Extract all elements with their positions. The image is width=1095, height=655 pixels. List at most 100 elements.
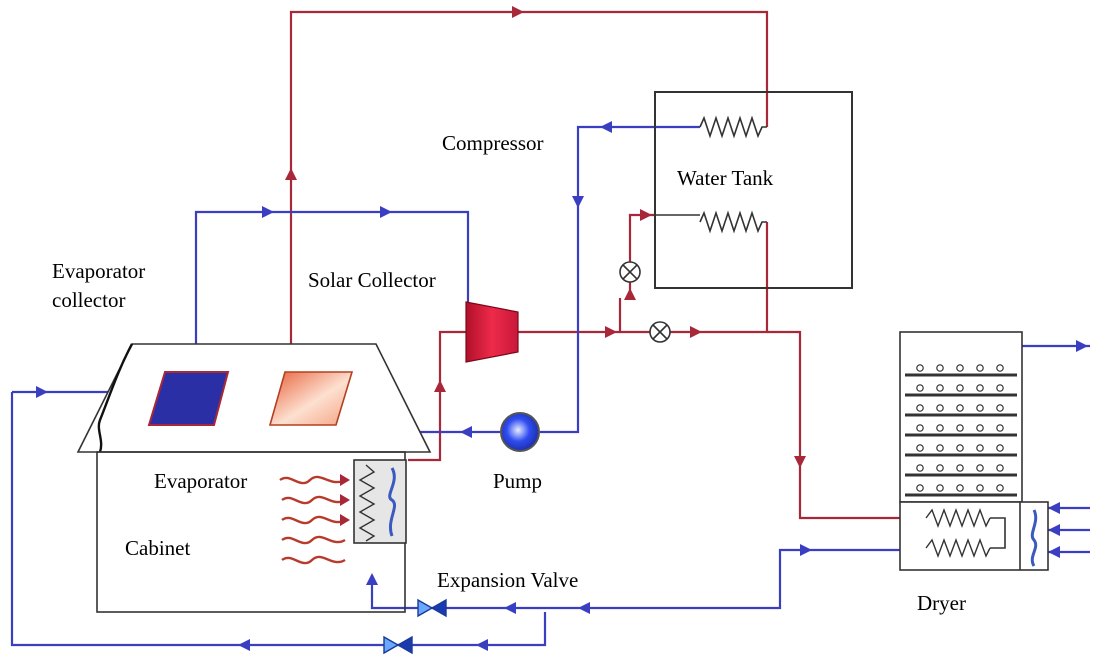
evaporator-collector-edge [97,343,134,453]
dryer-tray-item [936,424,944,432]
dryer-tray-item [976,484,984,492]
outer-loop-line [10,392,547,647]
arrow-icon [366,573,378,585]
tank-return-line [540,125,700,434]
arrow-icon [36,386,48,398]
evaporator-collector-panel [147,371,230,426]
dryer-tray-item [996,424,1004,432]
expansion-valve-icon [383,635,413,655]
dryer-tray-item [956,444,964,452]
water-tank-body [654,91,853,289]
expansion-valve-label: Expansion Valve [437,568,578,592]
dryer-tray-item [996,484,1004,492]
dryer-tray-item [916,364,924,372]
main-hot-line [620,222,769,334]
dryer-tray-item [996,384,1004,392]
cabinet-label: Cabinet [125,536,190,560]
arrow-icon [1048,524,1060,536]
arrow-icon [476,639,488,651]
dryer-tray-item [956,404,964,412]
expansion-valve-icon [417,598,447,618]
arrow-icon [460,426,472,438]
solar-collector-label: Solar Collector [308,268,436,292]
dryer [899,331,1049,571]
arrow-icon [434,380,446,392]
dryer-tray-item [936,484,944,492]
dryer-tray-item [996,404,1004,412]
water-tank-label: Water Tank [677,166,774,190]
dryer-tray-item [956,464,964,472]
arrow-icon [578,602,590,614]
arrow-icon [800,544,812,556]
coil-icon [925,508,991,558]
arrow-icon [690,326,702,338]
arrow-icon [1048,502,1060,514]
pump [500,412,540,452]
dryer-tray-item [996,444,1004,452]
evaporator-collector-top-line [194,210,470,345]
arrow-icon [640,209,652,221]
compressor [465,301,519,363]
arrow-icon [1076,340,1088,352]
dryer-trays [905,364,1017,497]
coil-icon [358,464,376,542]
dryer-tray-item [916,464,924,472]
dryer-tray-item [976,364,984,372]
arrow-icon [262,206,274,218]
valve-icon [619,261,641,283]
solar-collector-panel [268,371,354,426]
dryer-tray-item [956,484,964,492]
fan-icon [388,467,397,537]
fan-icon [1030,509,1038,567]
dryer-tray-item [976,404,984,412]
red-arrows [285,6,806,468]
discharge-top-line [289,10,769,375]
blue-arrows [36,121,1088,651]
dryer-tray-item [916,444,924,452]
dryer-tray-item [956,384,964,392]
expansion-line [370,548,900,610]
dryer-tray-item [936,384,944,392]
dryer-tray-item [976,424,984,432]
compressor-label: Compressor [442,131,544,155]
arrow-icon [572,196,584,208]
dryer-tray-item [916,384,924,392]
arrow-icon [794,456,806,468]
dryer-tray-item [956,364,964,372]
dryer-tray-item [976,464,984,472]
coil-icon [699,115,767,234]
dryer-label: Dryer [917,591,966,615]
evaporator-collector-label-line1: Evaporator [52,259,145,283]
arrow-icon [1048,546,1060,558]
cabinet-roof [76,343,432,453]
labels: Compressor Water Tank Evaporator collect… [52,131,966,615]
arrow-icon [504,602,516,614]
dryer-tray-item [936,464,944,472]
arrow-icon [380,206,392,218]
dryer-tray-item [936,404,944,412]
dryer-tray-item [916,484,924,492]
valve-icon [649,321,671,343]
heat-wave-icon [279,475,346,565]
dryer-tray-item [996,464,1004,472]
dryer-tray-item [996,364,1004,372]
dryer-tray-item [976,384,984,392]
heat-arrows [340,474,350,526]
dryer-tray-item [976,444,984,452]
evaporator-label: Evaporator [154,469,247,493]
arrow-icon [600,121,612,133]
compressor-outlet-line [518,298,622,334]
dryer-tray-item [916,424,924,432]
dryer-supply-line [767,330,900,520]
evaporator-unit [353,459,407,544]
evaporator-collector-label-line2: collector [52,288,125,312]
dryer-tray-item [916,404,924,412]
arrow-icon [605,326,617,338]
water-tank [654,91,853,289]
dryer-base [899,501,1049,571]
arrow-icon [512,6,524,18]
arrow-icon [238,639,250,651]
pump-label: Pump [493,469,542,493]
